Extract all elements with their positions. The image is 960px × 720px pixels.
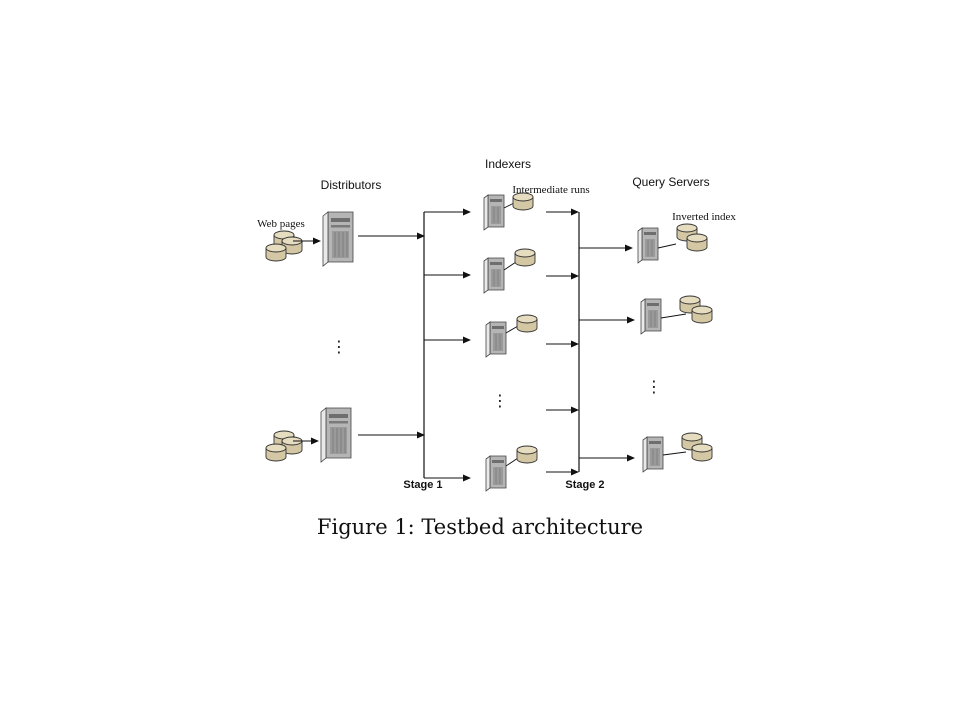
query-servers-label: Query Servers [632,175,709,189]
indexer-node [483,248,536,294]
query-server-icon [640,298,662,335]
query-server-node [642,432,713,473]
indexer-server-icon [483,257,505,294]
intermediate-run-disk-icon [516,314,538,333]
intermediate-runs-label: Intermediate runs [512,184,589,196]
web-pages-label: Web pages [257,218,305,230]
query-servers-ellipsis: ⋮ [646,379,662,396]
query-server-node [637,223,708,264]
inverted-index-disk-icon [691,305,713,324]
inverted-index-label: Inverted index [672,211,736,223]
web-pages-disk-icon [265,230,303,262]
intermediate-run-disk-icon [512,192,534,211]
query-server-icon [637,227,659,264]
query-server-node [640,295,713,335]
distributors-label: Distributors [321,178,382,192]
indexers-label: Indexers [485,157,531,171]
distributors-ellipsis: ⋮ [331,339,347,356]
intermediate-run-disk-icon [514,248,536,267]
indexer-server-icon [483,194,505,231]
indexer-server-icon [485,321,507,358]
indexer-node [485,314,538,358]
inverted-index-disk-icon [686,233,708,252]
indexer-server-icon [485,455,507,492]
web-pages-disk-icon [265,430,303,462]
distributor-server-icon [322,211,354,267]
indexer-node [485,445,538,492]
query-server-icon [642,436,664,473]
indexer-node [483,192,534,231]
distributor-server-icon [320,407,352,463]
stage2-label: Stage 2 [565,479,604,491]
intermediate-run-disk-icon [516,445,538,464]
figure-caption: Figure 1: Testbed architecture [316,515,644,539]
inverted-index-disk-icon [691,443,713,462]
indexers-ellipsis: ⋮ [492,393,508,410]
stage1-label: Stage 1 [403,479,442,491]
